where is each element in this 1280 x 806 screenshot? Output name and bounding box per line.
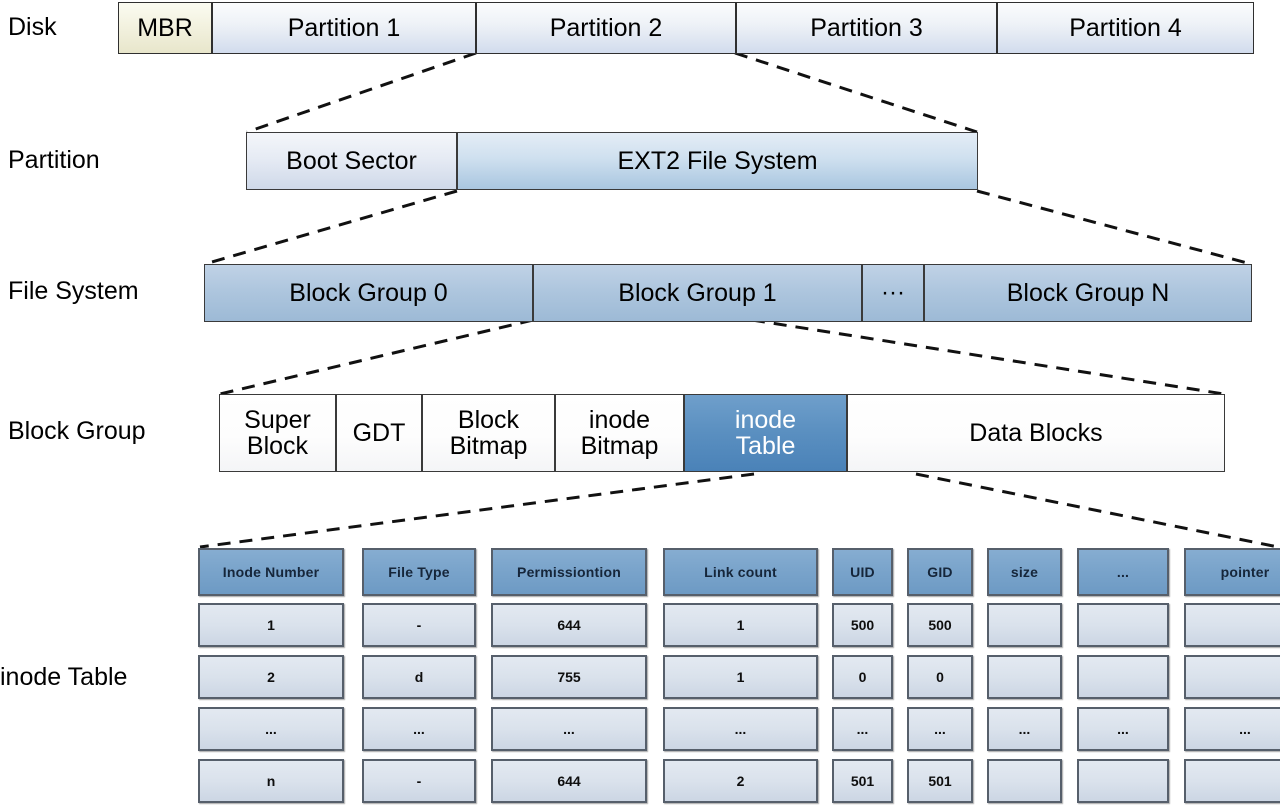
connector-partition-to-filesystem-right (976, 189, 1252, 266)
connector-filesystem-to-blockgroup-right (751, 318, 1225, 396)
partition-band: Boot Sector EXT2 File System (246, 132, 978, 190)
filesystem-band: Block Group 0 Block Group 1 ··· Block Gr… (204, 264, 1252, 322)
row-label-inode-table: inode Table (0, 663, 128, 691)
inode-cell-inode-number[interactable]: 2 (198, 655, 344, 699)
partition-cell-ext2-file-system[interactable]: EXT2 File System (457, 132, 978, 190)
disk-cell-mbr[interactable]: MBR (118, 2, 212, 54)
inode-cell-size[interactable]: ... (987, 707, 1062, 751)
inode-table-header-file-type[interactable]: File Type (362, 548, 476, 596)
inode-table-header-permission[interactable]: Permissiontion (491, 548, 647, 596)
inode-cell-gid[interactable]: ... (907, 707, 973, 751)
filesystem-cell-block-group-0[interactable]: Block Group 0 (204, 264, 533, 322)
inode-cell-gid[interactable]: 500 (907, 603, 973, 647)
inode-cell-uid[interactable]: 0 (832, 655, 893, 699)
disk-cell-partition-3[interactable]: Partition 3 (736, 2, 997, 54)
inode-cell-file-type[interactable]: ... (362, 707, 476, 751)
inode-cell-uid[interactable]: ... (832, 707, 893, 751)
inode-table-header-link-count[interactable]: Link count (663, 548, 818, 596)
inode-table-row: n - 644 2 501 501 (198, 759, 1280, 803)
row-label-partition: Partition (8, 146, 100, 174)
inode-cell-file-type[interactable]: - (362, 759, 476, 803)
row-label-block-group: Block Group (8, 417, 146, 445)
connector-blockgroup-to-inodetable-left (199, 472, 755, 549)
disk-cell-partition-4[interactable]: Partition 4 (997, 2, 1254, 54)
inode-cell-pointer[interactable]: ... (1184, 707, 1280, 751)
inode-cell-gid[interactable]: 0 (907, 655, 973, 699)
inode-table-header-gid[interactable]: GID (907, 548, 973, 596)
inode-cell-uid[interactable]: 501 (832, 759, 893, 803)
filesystem-cell-ellipsis: ··· (862, 264, 924, 322)
inode-table-header-row: Inode Number File Type Permissiontion Li… (198, 548, 1280, 596)
inode-cell-link-count[interactable]: ... (663, 707, 818, 751)
inode-cell-link-count[interactable]: 1 (663, 603, 818, 647)
connector-partition-to-filesystem-left (204, 189, 458, 266)
inode-cell-permission[interactable]: 644 (491, 759, 647, 803)
row-label-disk: Disk (8, 13, 57, 41)
row-label-file-system: File System (8, 277, 139, 305)
inode-cell-permission[interactable]: ... (491, 707, 647, 751)
inode-cell-link-count[interactable]: 2 (663, 759, 818, 803)
filesystem-cell-block-group-n[interactable]: Block Group N (924, 264, 1252, 322)
connector-disk-to-partition-left (246, 51, 477, 134)
disk-cell-partition-2[interactable]: Partition 2 (476, 2, 736, 54)
inode-cell-size[interactable] (987, 655, 1062, 699)
inode-cell-more[interactable] (1077, 655, 1169, 699)
inode-cell-inode-number[interactable]: 1 (198, 603, 344, 647)
inode-cell-more[interactable] (1077, 759, 1169, 803)
inode-cell-file-type[interactable]: - (362, 603, 476, 647)
connector-blockgroup-to-inodetable-right (915, 472, 1279, 549)
disk-band: MBR Partition 1 Partition 2 Partition 3 … (118, 2, 1254, 54)
inode-cell-more[interactable] (1077, 603, 1169, 647)
blockgroup-band: Super Block GDT Block Bitmap inode Bitma… (219, 394, 1225, 472)
inode-cell-gid[interactable]: 501 (907, 759, 973, 803)
disk-cell-partition-1[interactable]: Partition 1 (212, 2, 476, 54)
inode-cell-size[interactable] (987, 603, 1062, 647)
inode-cell-pointer[interactable] (1184, 603, 1280, 647)
blockgroup-cell-inode-bitmap[interactable]: inode Bitmap (555, 394, 684, 472)
inode-table-header-inode-number[interactable]: Inode Number (198, 548, 344, 596)
inode-cell-inode-number[interactable]: n (198, 759, 344, 803)
inode-table-header-uid[interactable]: UID (832, 548, 893, 596)
blockgroup-cell-inode-table[interactable]: inode Table (684, 394, 847, 472)
inode-cell-permission[interactable]: 644 (491, 603, 647, 647)
inode-table-row: ... ... ... ... ... ... ... ... ... (198, 707, 1280, 751)
inode-cell-permission[interactable]: 755 (491, 655, 647, 699)
inode-cell-inode-number[interactable]: ... (198, 707, 344, 751)
inode-cell-size[interactable] (987, 759, 1062, 803)
inode-cell-file-type[interactable]: d (362, 655, 476, 699)
blockgroup-cell-data-blocks[interactable]: Data Blocks (847, 394, 1225, 472)
inode-table-header-size[interactable]: size (987, 548, 1062, 596)
inode-table-row: 1 - 644 1 500 500 (198, 603, 1280, 647)
blockgroup-cell-gdt[interactable]: GDT (336, 394, 422, 472)
inode-table-header-more[interactable]: ... (1077, 548, 1169, 596)
inode-table-header-pointer[interactable]: pointer (1184, 548, 1280, 596)
inode-table-row: 2 d 755 1 0 0 (198, 655, 1280, 699)
connector-disk-to-partition-right (734, 51, 978, 134)
inode-cell-pointer[interactable] (1184, 759, 1280, 803)
inode-cell-link-count[interactable]: 1 (663, 655, 818, 699)
filesystem-cell-block-group-1[interactable]: Block Group 1 (533, 264, 862, 322)
inode-cell-pointer[interactable] (1184, 655, 1280, 699)
partition-cell-boot-sector[interactable]: Boot Sector (246, 132, 457, 190)
blockgroup-cell-block-bitmap[interactable]: Block Bitmap (422, 394, 555, 472)
inode-cell-more[interactable]: ... (1077, 707, 1169, 751)
connector-filesystem-to-blockgroup-left (219, 318, 534, 396)
inode-cell-uid[interactable]: 500 (832, 603, 893, 647)
blockgroup-cell-super-block[interactable]: Super Block (219, 394, 336, 472)
